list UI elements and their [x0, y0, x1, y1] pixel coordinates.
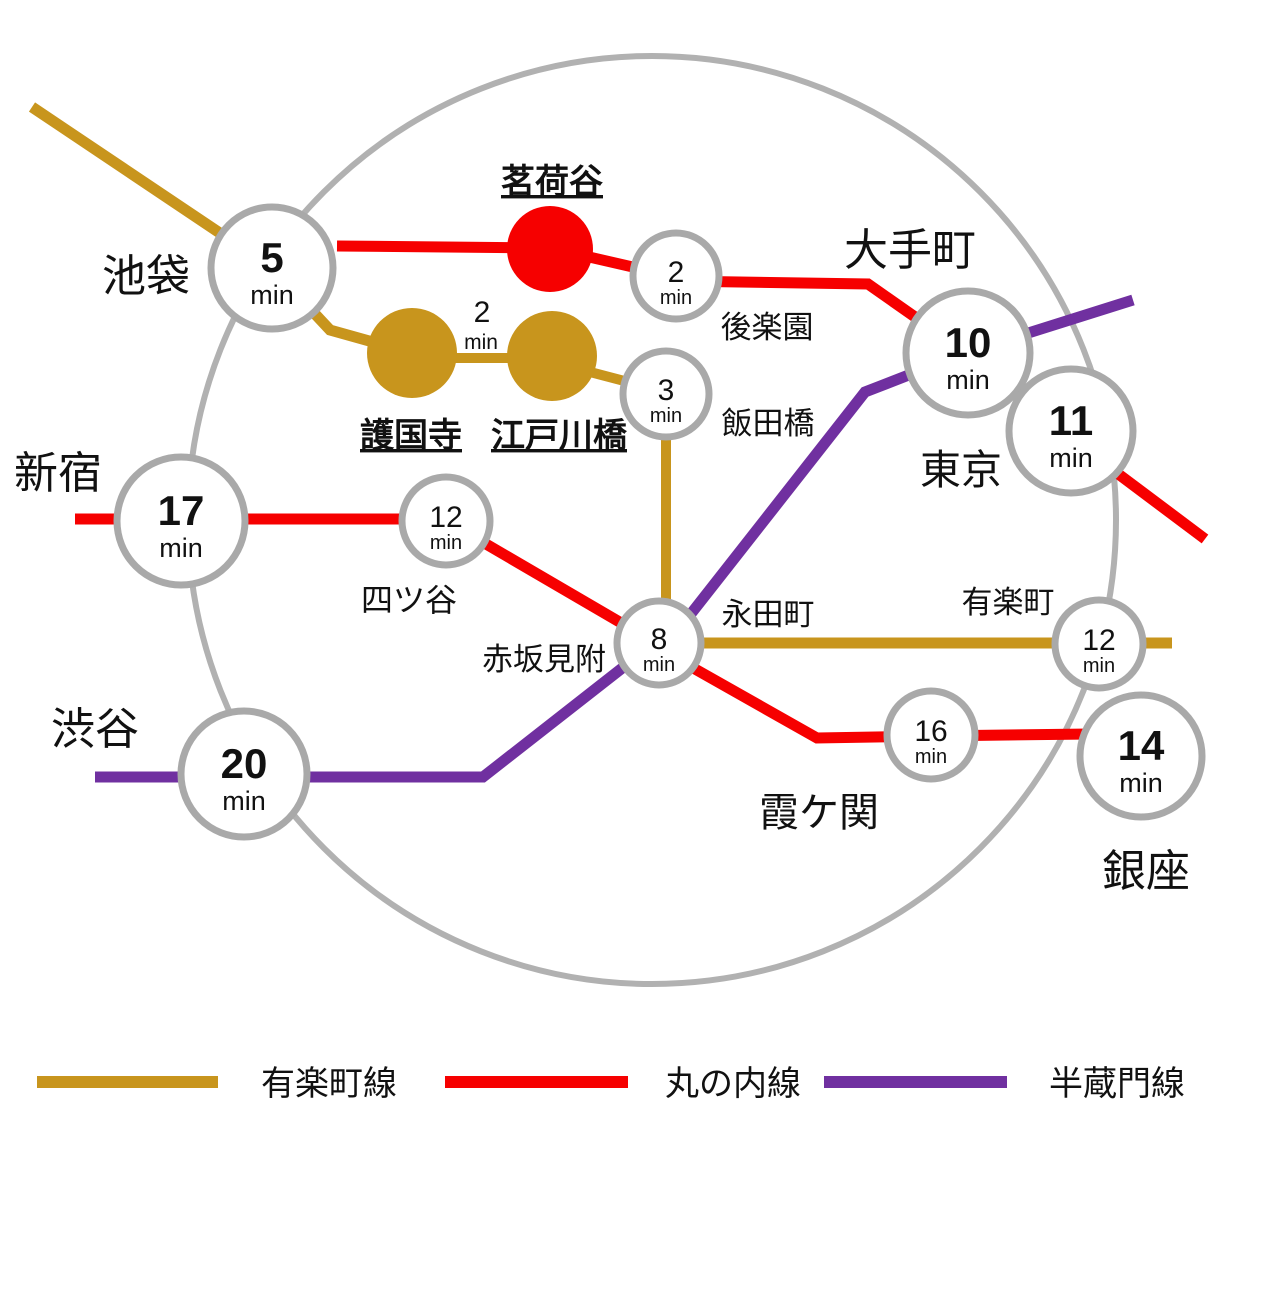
- marunouchi-line-tokyo-southeast-segment: [1113, 468, 1209, 544]
- akasaka-mitsuke-time-node-unit: min: [643, 654, 675, 676]
- shinjuku-time-node-minutes: 17: [158, 487, 205, 534]
- shibuya-time-node: [177, 707, 311, 841]
- kasumigaseki-label: 霞ケ関: [759, 791, 879, 835]
- tokyo-label: 東京: [920, 447, 1002, 493]
- ikebukuro-label: 池袋: [102, 252, 190, 301]
- iidabashi-time-node: [619, 347, 713, 441]
- otemachi-time-node-unit: min: [946, 365, 990, 395]
- shinjuku-label: 新宿: [14, 449, 102, 498]
- ikebukuro-time-node-minutes: 5: [260, 234, 283, 281]
- tokyo-time-node-minutes: 11: [1049, 397, 1093, 444]
- yurakucho-time-node-unit: min: [1083, 655, 1115, 677]
- yotsuya-time-node-unit: min: [430, 532, 462, 554]
- korakuen-time-node-unit: min: [660, 287, 692, 309]
- marunouchi-line-ikebukuro-myogadani-korakuen-segment: [336, 240, 678, 283]
- akasaka-mitsuke-time-node: [613, 597, 705, 689]
- legend-marunouchi-line-swatch: [445, 1076, 628, 1088]
- legend-yurakucho-line-swatch: [37, 1076, 218, 1088]
- korakuen-time-node-minutes: 2: [668, 256, 685, 289]
- shinjuku-time-node: [113, 453, 249, 589]
- myogadani-station-dot: [507, 206, 593, 292]
- edogawabashi-label: 江戸川橋: [491, 417, 627, 455]
- iidabashi-time-node-minutes: 3: [658, 374, 675, 407]
- yurakucho-time-node-minutes: 12: [1082, 624, 1115, 657]
- shibuya-time-node-minutes: 20: [221, 740, 268, 787]
- yotsuya-time-node-minutes: 12: [429, 501, 462, 534]
- gokokuji-label: 護国寺: [360, 417, 462, 455]
- ginza-label: 銀座: [1102, 847, 1190, 896]
- korakuen-label: 後楽園: [721, 310, 814, 345]
- iidabashi-time-node-unit: min: [650, 405, 682, 427]
- kasumigaseki-time-node-minutes: 16: [914, 715, 947, 748]
- yurakucho-label: 有楽町: [962, 585, 1055, 620]
- myogadani-label: 茗荷谷: [501, 163, 603, 201]
- ginza-time-node-minutes: 14: [1118, 722, 1165, 769]
- marunouchi-line-akasakamitsuke-kasumigaseki-ginza-segment: [669, 651, 1091, 744]
- tokyo-time-node-unit: min: [1049, 443, 1093, 473]
- shibuya-time-node-unit: min: [222, 786, 266, 816]
- gokokuji-edogawabashi-transfer-minutes: 2: [474, 296, 491, 329]
- shinjuku-time-node-unit: min: [159, 533, 203, 563]
- nagatacho-label: 永田町: [722, 597, 815, 632]
- legend-marunouchi-line-label: 丸の内線: [665, 1065, 801, 1103]
- otemachi-label: 大手町: [844, 226, 976, 275]
- ikebukuro-time-node-unit: min: [250, 280, 294, 310]
- yotsuya-time-node: [398, 473, 494, 569]
- gokokuji-station-dot: [367, 308, 457, 398]
- akasaka-mitsuke-label: 赤坂見附: [482, 642, 606, 677]
- kasumigaseki-time-node-unit: min: [915, 746, 947, 768]
- legend-yurakucho-line-label: 有楽町線: [261, 1065, 397, 1103]
- yurakucho-time-node: [1051, 596, 1147, 692]
- legend-hanzomon-line-swatch: [824, 1076, 1007, 1088]
- tokyo-time-node: [1005, 365, 1137, 497]
- akasaka-mitsuke-time-node-minutes: 8: [651, 623, 668, 656]
- shibuya-label: 渋谷: [51, 705, 139, 754]
- otemachi-time-node-minutes: 10: [945, 319, 992, 366]
- edogawabashi-station-dot: [507, 311, 597, 401]
- gokokuji-edogawabashi-transfer-unit: min: [464, 331, 498, 354]
- otemachi-time-node: [902, 287, 1034, 419]
- yotsuya-label: 四ツ谷: [361, 582, 457, 618]
- ikebukuro-time-node: [207, 203, 337, 333]
- kasumigaseki-time-node: [883, 687, 979, 783]
- ginza-time-node: [1076, 691, 1206, 821]
- iidabashi-label: 飯田橋: [722, 406, 815, 441]
- ginza-time-node-unit: min: [1119, 768, 1163, 798]
- korakuen-time-node: [629, 229, 723, 323]
- legend-hanzomon-line-label: 半蔵門線: [1049, 1065, 1185, 1103]
